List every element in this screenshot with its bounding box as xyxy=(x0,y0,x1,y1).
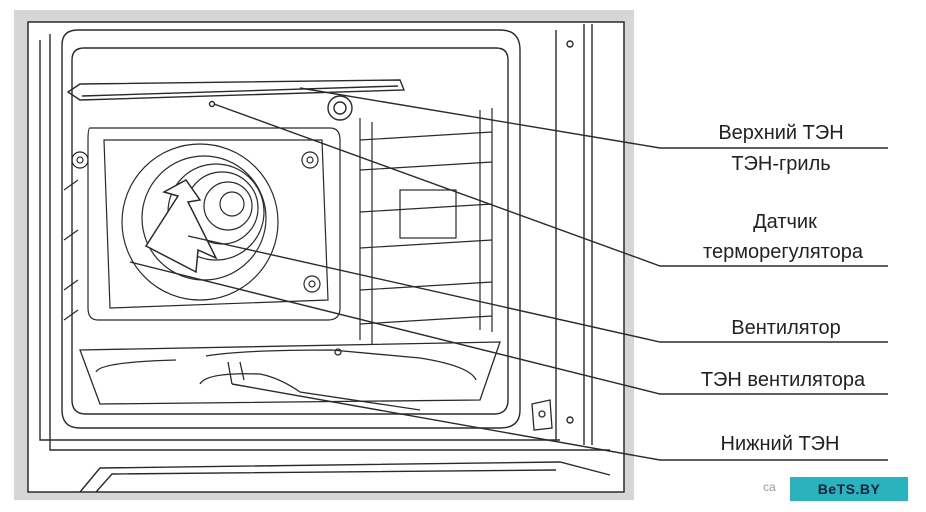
label-grill-heater: ТЭН-гриль xyxy=(731,153,831,175)
watermark-badge: BeTS.BY xyxy=(790,477,908,501)
back-panel xyxy=(71,127,341,321)
leader-fan xyxy=(187,235,888,343)
label-fan: Вентилятор xyxy=(731,317,841,339)
leader-bottom-heater xyxy=(231,383,888,461)
side-racks xyxy=(63,108,493,344)
leader-fan-heater xyxy=(129,261,888,395)
label-thermostat-sensor-line2: терморегулятора xyxy=(703,241,863,263)
leader-lines xyxy=(129,87,888,461)
label-fan-heater: ТЭН вентилятора xyxy=(700,369,866,391)
label-thermostat-sensor-line1: Датчик xyxy=(753,211,817,233)
door-hinge xyxy=(531,399,553,431)
label-top-heater: Верхний ТЭН xyxy=(718,122,844,144)
leader-thermostat xyxy=(213,103,888,267)
fan xyxy=(121,143,279,301)
label-bottom-heater: Нижний ТЭН xyxy=(720,433,840,455)
top-heater xyxy=(66,79,406,121)
leader-top-heater xyxy=(299,87,888,149)
watermark-prefix: са xyxy=(763,480,776,494)
bottom-heater xyxy=(79,341,501,411)
